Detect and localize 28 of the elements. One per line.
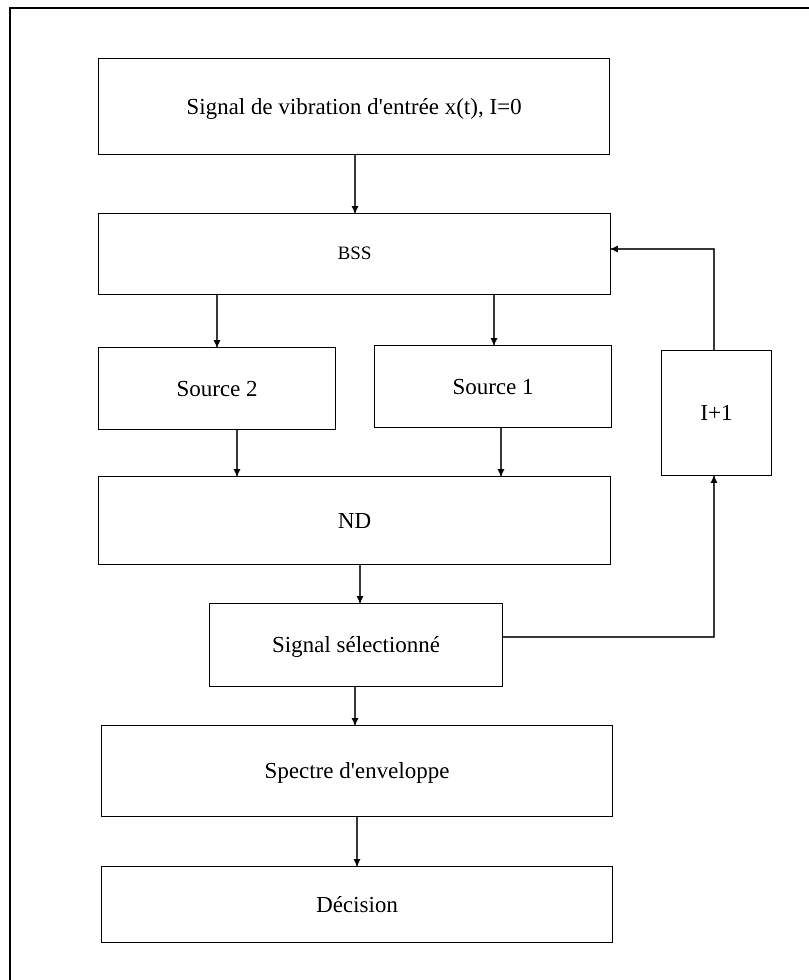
box-label: Signal sélectionné — [272, 632, 440, 658]
box-label: BSS — [338, 243, 372, 265]
arrow — [234, 430, 240, 476]
process-box — [98, 58, 610, 155]
process-box — [209, 603, 503, 687]
box-label: Source 1 — [452, 374, 534, 400]
process-box — [374, 345, 612, 428]
box-label: ND — [338, 508, 372, 534]
arrow — [490, 295, 498, 345]
arrow — [503, 476, 718, 638]
arrow — [352, 687, 358, 725]
arrow — [354, 817, 360, 866]
box-label: Décision — [316, 892, 398, 918]
arrow — [352, 155, 358, 213]
arrow — [356, 565, 364, 603]
process-box — [101, 725, 613, 817]
box-label: Source 2 — [176, 376, 258, 402]
process-box — [98, 476, 611, 565]
box-label: I+1 — [700, 400, 733, 426]
process-box — [661, 350, 772, 476]
arrow — [214, 295, 220, 347]
process-box — [98, 213, 611, 295]
box-label: Spectre d'enveloppe — [264, 758, 450, 784]
arrow — [611, 246, 715, 350]
arrow — [498, 428, 504, 476]
process-box — [101, 866, 613, 943]
box-label: Signal de vibration d'entrée x(t), I=0 — [186, 94, 522, 120]
process-box — [98, 347, 336, 430]
